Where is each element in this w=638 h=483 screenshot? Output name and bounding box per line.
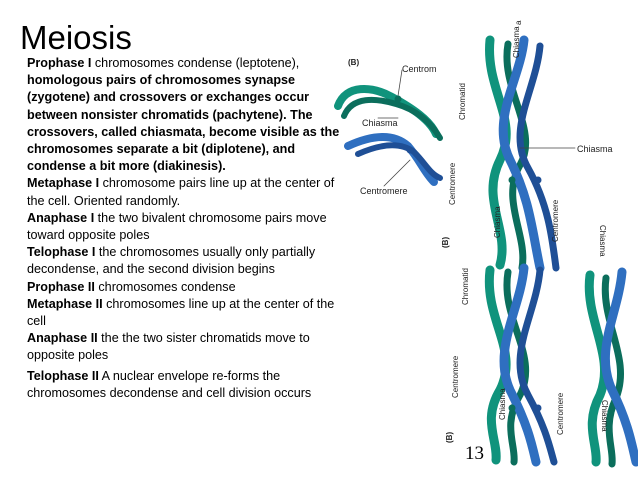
paragraph-prophase-2: Prophase II chromosomes condense xyxy=(27,279,345,296)
slide-title: Meiosis xyxy=(20,19,132,56)
label-chiasma-upper: Chiasma xyxy=(493,206,502,238)
term-metaphase-1: Metaphase I xyxy=(27,176,100,191)
upper-blue-1 xyxy=(498,35,545,273)
small-bivalent-blue-b xyxy=(355,142,443,181)
term-telophase-2: Telophase II xyxy=(27,368,99,383)
pointer-centromere-top xyxy=(397,69,403,97)
label-chiasma-mirror: Chiasma xyxy=(598,225,607,257)
text-anaphase-1: the two bivalent chromosome pairs move t… xyxy=(27,210,327,243)
lower-blue-1 xyxy=(499,263,541,467)
lower-blue-2 xyxy=(516,266,558,466)
upper-blue-2 xyxy=(516,42,560,272)
text-prophase-1-bold: homologous pairs of chromosomes synapse … xyxy=(27,73,340,174)
label-centromere-left: Centromere xyxy=(360,186,408,196)
chromosome-figure-svg: (B) Centrom Chiasma Centromere Chiasma C… xyxy=(334,20,638,468)
small-bivalent-teal-b xyxy=(341,96,443,141)
label-chiasma-left: Chiasma xyxy=(362,118,398,128)
upper-teal-1 xyxy=(485,35,511,270)
label-chiasma-mirror-2: Chiasma xyxy=(600,400,609,432)
paragraph-metaphase-2: Metaphase II chromosomes line up at the … xyxy=(27,296,345,330)
term-telophase-1: Telophase I xyxy=(27,245,96,260)
centromere-dot-1 xyxy=(394,95,402,103)
centromere-dot-6 xyxy=(534,404,542,412)
right-teal-1 xyxy=(584,270,609,467)
text-telophase-2: A nuclear envelope re-forms the chromoso… xyxy=(27,368,312,400)
text-prophase-1: chromosomes condense (leptotene), xyxy=(91,56,300,70)
label-centromere-upper: Centromere xyxy=(448,162,457,205)
text-telophase-1: the chromosomes usually only partially d… xyxy=(27,245,316,277)
right-blue-1 xyxy=(600,267,638,467)
label-centromere-lower-right: Centromere xyxy=(556,392,565,435)
term-metaphase-2: Metaphase II xyxy=(27,296,103,311)
centromere-dot-2 xyxy=(406,146,414,154)
paragraph-anaphase-2: Anaphase II the the two sister chromatid… xyxy=(27,330,345,364)
lower-teal-1 xyxy=(484,265,511,465)
label-centromere-top: Centrom xyxy=(402,64,437,74)
label-chromatid-lower: Chromatid xyxy=(461,268,470,305)
body-text: Prophase I chromosomes condense (leptote… xyxy=(27,55,345,402)
term-anaphase-2: Anaphase II xyxy=(27,331,98,346)
paragraph-metaphase-1: Metaphase I chromosome pairs line up at … xyxy=(27,175,345,209)
label-centromere-upper-right: Centromere xyxy=(551,199,560,242)
text-anaphase-2: the the two sister chromatids move to op… xyxy=(27,331,310,363)
page-number: 13 xyxy=(465,443,484,464)
paragraph-telophase-2: Telophase II A nuclear envelope re-forms… xyxy=(27,368,345,402)
label-chromatid-upper: Chromatid xyxy=(458,83,467,120)
paragraph-anaphase-1: Anaphase I the two bivalent chromosome p… xyxy=(27,210,345,244)
term-prophase-1: Prophase I xyxy=(27,56,92,70)
label-panel-b: (B) xyxy=(348,58,359,67)
label-panel-b-rotated-2: (B) xyxy=(445,432,454,443)
label-chiasma-top: Chiasma xyxy=(512,26,521,58)
label-chiasma-right: Chiasma xyxy=(577,144,613,154)
term-prophase-2: Prophase II xyxy=(27,279,95,294)
paragraph-telophase-1: Telophase I the chromosomes usually only… xyxy=(27,244,345,278)
term-anaphase-1: Anaphase I xyxy=(27,210,95,225)
text-prophase-2: chromosomes condense xyxy=(94,279,236,294)
pointer-centromere-left xyxy=(383,159,411,187)
text-metaphase-1: chromosome pairs line up at the center o… xyxy=(27,176,335,208)
label-chiasma-lower: Chiasma xyxy=(498,388,507,420)
label-panel-b-rotated: (B) xyxy=(441,237,450,248)
centromere-dot-4 xyxy=(534,176,542,184)
paragraph-prophase-1: Prophase I chromosomes condense (leptote… xyxy=(27,55,345,175)
chromosome-figure: (B) Centrom Chiasma Centromere Chiasma C… xyxy=(330,0,638,478)
centromere-dot-3 xyxy=(508,176,516,184)
label-chiasma-top-a: a xyxy=(514,20,523,25)
text-metaphase-2: chromosomes line up at the center of the… xyxy=(27,296,335,329)
centromere-dot-5 xyxy=(508,404,516,412)
label-centromere-lower: Centromere xyxy=(451,355,460,398)
